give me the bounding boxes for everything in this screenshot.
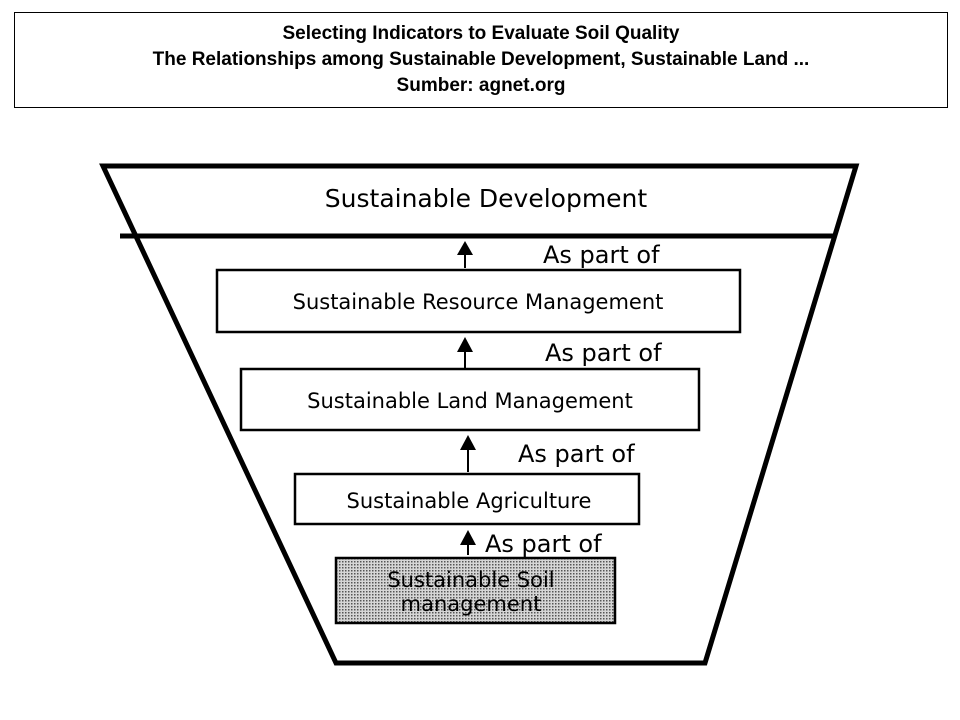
- level-box-agriculture: [293, 472, 641, 526]
- level-box-resource-management: [215, 268, 742, 334]
- level-box-land-management: [239, 367, 701, 432]
- link-label-4: As part of: [485, 530, 602, 558]
- link-label-2: As part of: [545, 339, 662, 367]
- level-label-agriculture: Sustainable Agriculture: [347, 489, 592, 513]
- level-label-resource-management: Sustainable Resource Management: [293, 290, 664, 314]
- title-line-2: The Relationships among Sustainable Deve…: [152, 49, 810, 70]
- funnel-outline: [99, 163, 860, 666]
- top-level-label: Sustainable Development: [325, 184, 648, 213]
- link-label-1: As part of: [543, 241, 660, 269]
- level-label-land-management: Sustainable Land Management: [307, 389, 633, 413]
- source-line: Sumber: agnet.org: [396, 75, 566, 96]
- base-label-line-2: management: [401, 592, 542, 616]
- arrow-4: [460, 530, 476, 555]
- arrow-3: [460, 435, 476, 472]
- title-box: Selecting Indicators to Evaluate Soil Qu…: [14, 12, 948, 108]
- link-label-3: As part of: [518, 440, 635, 468]
- base-box-soil-management: [334, 556, 617, 625]
- arrow-1: [457, 241, 473, 268]
- base-label-line-1: Sustainable Soil: [387, 568, 554, 592]
- arrow-2: [457, 337, 473, 368]
- title-line-1: Selecting Indicators to Evaluate Soil Qu…: [282, 23, 680, 44]
